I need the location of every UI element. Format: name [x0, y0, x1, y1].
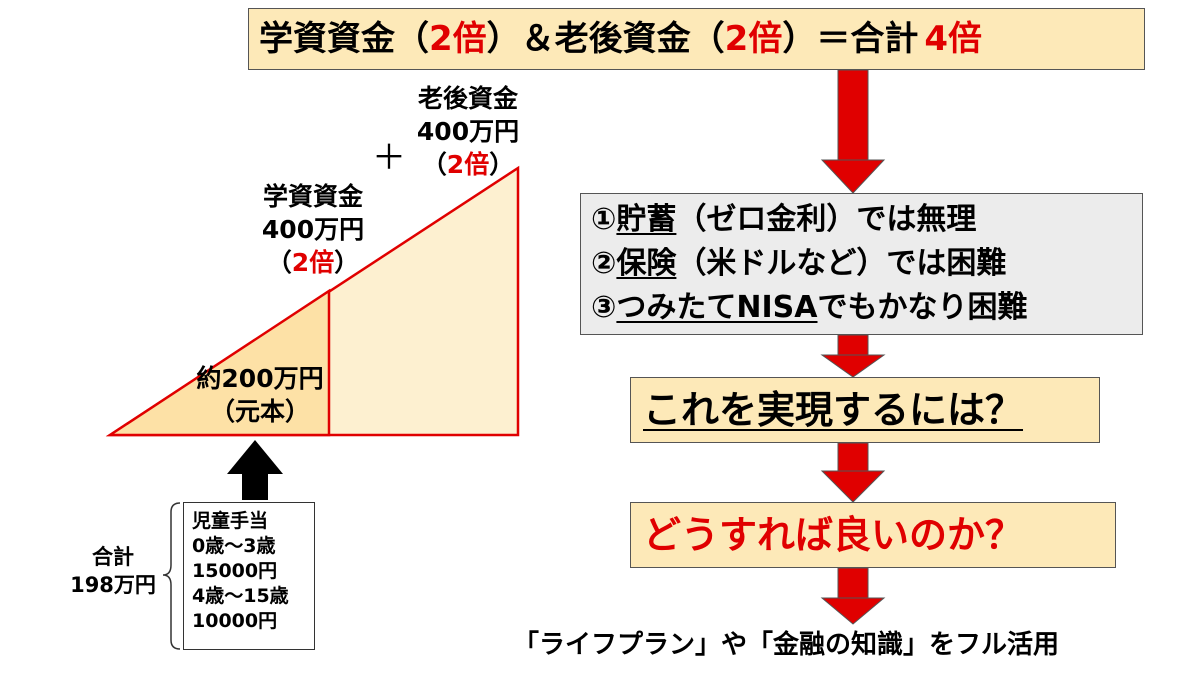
allowance-line: 0歳～3歳 — [192, 535, 276, 557]
title-multiplier: 2倍 — [724, 19, 783, 59]
difficulty-number: ③ — [591, 290, 617, 325]
question-text-2: どうすれば良いのか？ — [643, 513, 1024, 557]
allowance-line: 4歳～15歳 — [192, 585, 289, 607]
allowance-line: 10000円 — [192, 610, 278, 632]
title-text: ）＆老後資金（ — [486, 19, 725, 59]
difficulty-term: 貯蓄 — [616, 202, 677, 237]
total-label: 合計 198万円 — [58, 543, 168, 599]
down-arrow-icon-4 — [820, 567, 886, 625]
principal-triangle — [105, 288, 331, 437]
difficulty-row: ③つみたてNISAでもかなり困難 — [591, 286, 1142, 330]
title-text: ）＝合計 — [782, 19, 919, 59]
child-allowance-box: 児童手当 0歳～3歳 15000円 4歳～15歳 10000円 — [183, 502, 315, 650]
down-arrow-icon-2 — [820, 334, 886, 378]
retirement-title: 老後資金 — [417, 84, 518, 113]
retirement-multiplier: （2倍） — [421, 150, 515, 179]
down-arrow-icon-1 — [820, 69, 886, 194]
bottom-conclusion: 「ライフプラン」や「金融の知識」をフル活用 — [513, 630, 1060, 660]
retirement-label: 老後資金 400万円 （2倍） — [398, 82, 538, 181]
education-label: 学資資金 400万円 （2倍） — [243, 180, 383, 279]
question-box-1: これを実現するには？ — [630, 377, 1100, 443]
title-text: 学資資金（ — [259, 19, 429, 59]
difficulty-term: 保険 — [616, 246, 677, 281]
difficulty-row: ①貯蓄（ゼロ金利）では無理 — [591, 198, 1142, 242]
principal-label: 約200万円 （元本） — [180, 362, 340, 428]
total-title: 合計 — [92, 545, 134, 569]
down-arrow-icon-3 — [820, 442, 886, 503]
difficulty-term: つみたてNISA — [616, 290, 818, 325]
total-amount: 198万円 — [70, 573, 156, 597]
difficulty-row: ②保険（米ドルなど）では困難 — [591, 242, 1142, 286]
education-title: 学資資金 — [262, 182, 363, 211]
difficulty-text: （米ドルなど）では困難 — [676, 246, 1007, 281]
question-box-2: どうすれば良いのか？ — [630, 502, 1116, 568]
difficulty-text: （ゼロ金利）では無理 — [676, 202, 977, 237]
plus-sign: ＋ — [372, 138, 406, 178]
title-multiplier: 2倍 — [429, 19, 487, 59]
principal-note: （元本） — [209, 397, 310, 426]
difficulty-text: でもかなり困難 — [817, 290, 1028, 325]
education-multiplier: （2倍） — [266, 248, 360, 277]
allowance-line: 15000円 — [192, 560, 278, 582]
brace-icon — [162, 502, 181, 650]
allowance-line: 児童手当 — [192, 510, 269, 532]
difficulties-box: ①貯蓄（ゼロ金利）では無理 ②保険（米ドルなど）では困難 ③つみたてNISAでも… — [580, 193, 1143, 335]
retirement-amount: 400万円 — [416, 117, 520, 146]
difficulty-number: ② — [591, 246, 617, 281]
title-total-multiplier: 4倍 — [924, 19, 983, 59]
education-amount: 400万円 — [261, 215, 365, 244]
question-text-1: これを実現するには？ — [643, 388, 1024, 432]
principal-amount: 約200万円 — [196, 364, 324, 393]
up-arrow-icon — [227, 440, 283, 500]
difficulty-number: ① — [591, 202, 617, 237]
